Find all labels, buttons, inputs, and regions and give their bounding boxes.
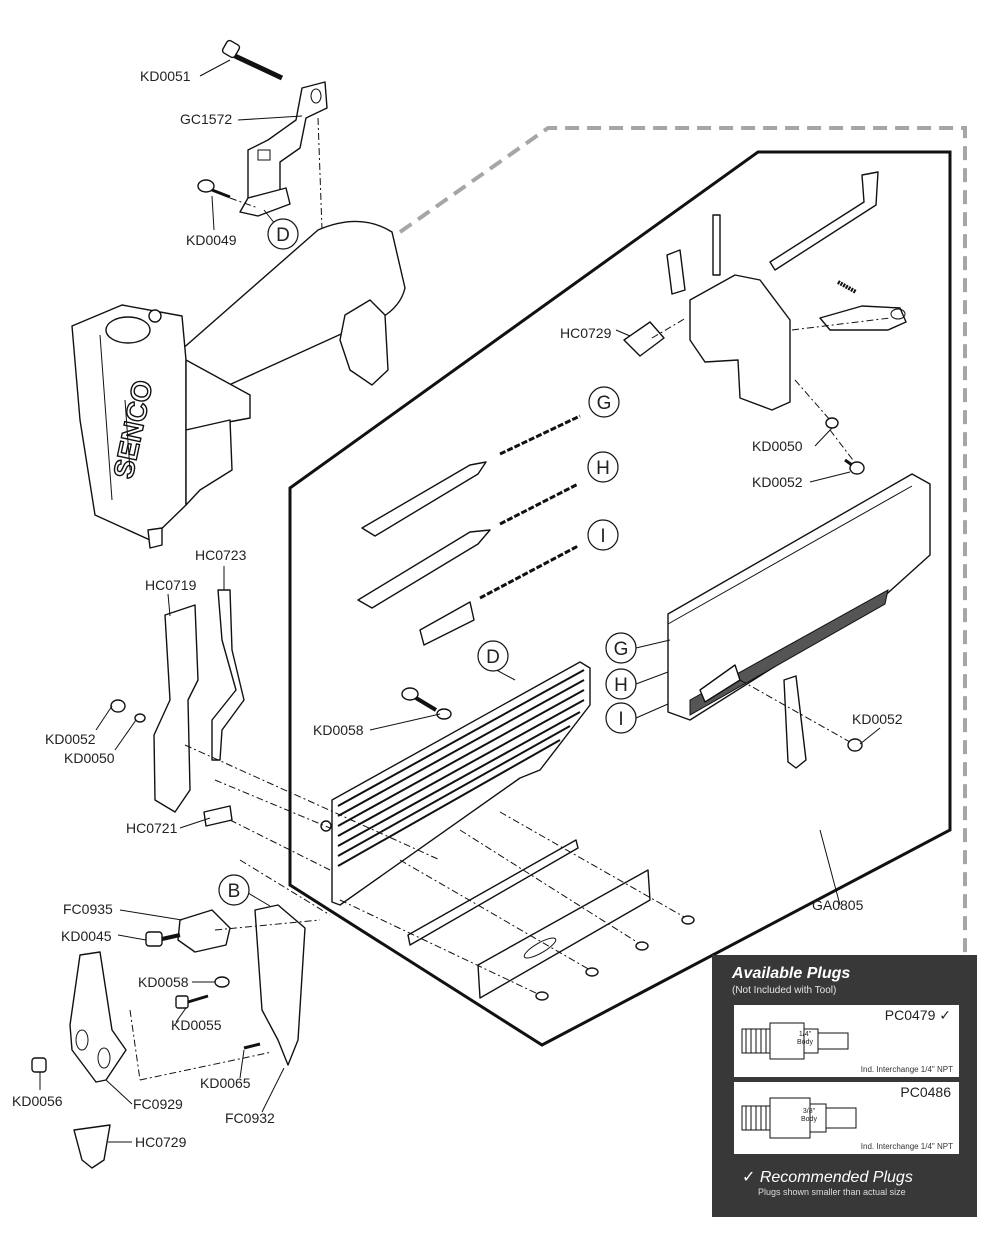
plug-note: Ind. Interchange 1/4" NPT	[860, 1142, 953, 1151]
label-kd0058-low: KD0058	[138, 974, 189, 990]
recommended-plugs-heading: ✓ Recommended Plugs	[742, 1169, 913, 1186]
svg-text:I: I	[600, 526, 605, 547]
callout-g-mid: G	[605, 632, 637, 664]
label-kd0051: KD0051	[140, 68, 191, 84]
plug-card-pc0486: PC0486 3/8" Body Ind. Interchange 1/4" N…	[734, 1082, 959, 1154]
plug-body-size: 3/8" Body	[801, 1108, 817, 1123]
bracket-gc1572	[239, 81, 328, 217]
hc0719-part	[153, 604, 199, 813]
label-kd0058-mid: KD0058	[313, 722, 364, 738]
label-kd0050-top: KD0050	[752, 438, 803, 454]
label-kd0056: KD0056	[12, 1093, 63, 1109]
pusher-rod-g	[361, 414, 581, 537]
fc0929-part	[69, 951, 127, 1083]
label-hc0729-top: HC0729	[560, 325, 612, 341]
screw-kd0052-right	[847, 738, 863, 752]
svg-text:D: D	[486, 647, 500, 668]
callout-b: B	[218, 874, 250, 906]
screw-kd0049	[197, 179, 231, 199]
label-gc1572: GC1572	[180, 111, 232, 127]
svg-text:B: B	[228, 881, 241, 902]
plug-note: Ind. Interchange 1/4" NPT	[860, 1065, 953, 1074]
label-kd0052-top: KD0052	[752, 474, 803, 490]
label-kd0050-left: KD0050	[64, 750, 115, 766]
plug-card-pc0479: PC0479 ✓ 1/4" Body Ind. Interchange 1/4"…	[734, 1005, 959, 1077]
plugs-subtitle: (Not Included with Tool)	[732, 985, 837, 996]
label-fc0929: FC0929	[133, 1096, 183, 1112]
leader-lines	[39, 59, 881, 1143]
svg-text:H: H	[596, 458, 610, 479]
nailer-body: SENCO	[71, 220, 406, 549]
label-kd0052-left: KD0052	[45, 731, 96, 747]
screw-kd0058-mid	[401, 687, 452, 720]
washer-kd0058-low	[214, 976, 230, 988]
label-kd0049: KD0049	[186, 232, 237, 248]
callout-g-top: G	[588, 386, 620, 418]
label-fc0935: FC0935	[63, 901, 113, 917]
pusher-rod-i	[419, 544, 579, 646]
label-kd0065: KD0065	[200, 1075, 251, 1091]
magazine-rail	[667, 473, 931, 721]
label-kd0045: KD0045	[61, 928, 112, 944]
hc0721-part	[203, 805, 233, 827]
pusher-rod-h	[357, 482, 579, 609]
label-kd0055: KD0055	[171, 1017, 222, 1033]
hc0729-nose-cap	[73, 1124, 111, 1169]
screw-kd0052-top	[844, 458, 865, 475]
callout-h-top: H	[587, 451, 619, 483]
callout-d-top: D	[267, 218, 299, 250]
callout-i-mid: I	[605, 702, 637, 734]
hc0723-part	[211, 589, 245, 761]
label-ga0805: GA0805	[812, 897, 864, 913]
screw-kd0045	[145, 931, 181, 947]
plug-icon	[741, 1097, 857, 1139]
svg-text:G: G	[597, 393, 612, 414]
plug-body-size: 1/4" Body	[797, 1031, 813, 1046]
magazine-fins	[320, 661, 591, 906]
plug-code: PC0486	[900, 1084, 951, 1100]
bottom-strip	[407, 839, 579, 946]
label-hc0729-bottom: HC0729	[135, 1134, 187, 1150]
svg-text:H: H	[614, 675, 628, 696]
bottom-plate	[477, 869, 651, 999]
callout-h-mid: H	[605, 668, 637, 700]
screw-kd0051	[221, 39, 284, 81]
label-kd0052-right: KD0052	[852, 711, 903, 727]
svg-text:G: G	[614, 639, 629, 660]
bottom-screws	[535, 915, 695, 1001]
label-hc0719: HC0719	[145, 577, 197, 593]
callout-d-mid: D	[477, 640, 509, 672]
pin-kd0065	[243, 1042, 261, 1050]
kit-leader-line	[398, 126, 967, 1120]
recommended-plugs-note: Plugs shown smaller than actual size	[758, 1187, 906, 1197]
screw-kd0052-left	[110, 699, 146, 723]
available-plugs-panel: Available Plugs (Not Included with Tool)…	[712, 955, 977, 1217]
fc0932-part	[254, 904, 306, 1066]
latch-plate	[783, 675, 807, 769]
label-hc0723: HC0723	[195, 547, 247, 563]
plug-icon	[741, 1022, 849, 1060]
callout-i-top: I	[587, 519, 619, 551]
washer-kd0050-top	[825, 417, 839, 429]
fc0935-part	[177, 909, 231, 953]
plugs-title: Available Plugs	[732, 965, 851, 982]
screw-kd0056	[31, 1057, 47, 1073]
kit-boundary	[288, 150, 952, 1047]
screw-kd0055	[175, 994, 209, 1009]
label-hc0721: HC0721	[126, 820, 178, 836]
top-latch-assembly	[623, 171, 907, 411]
label-fc0932: FC0932	[225, 1110, 275, 1126]
plug-code: PC0479 ✓	[884, 1007, 951, 1023]
svg-text:D: D	[276, 225, 290, 246]
svg-text:I: I	[618, 709, 623, 730]
